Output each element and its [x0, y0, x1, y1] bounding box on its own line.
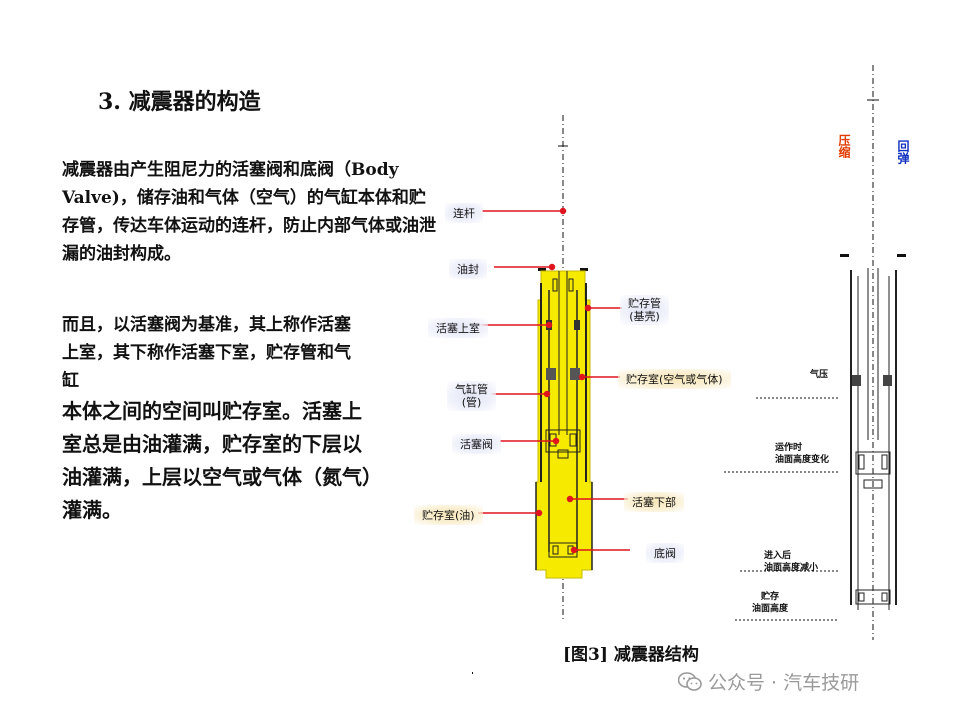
label-operating-line: 油面高度变化	[775, 455, 830, 465]
wechat-icon	[677, 672, 702, 692]
label-rebound: 回弹	[896, 140, 910, 164]
paragraph-3-line: 本体之间的空间叫贮存室。活塞上	[62, 399, 362, 423]
paragraph-3-line: 室总是由油灌满，贮存室的下层以	[62, 432, 362, 456]
label-storage: 贮存 油面高度	[752, 591, 788, 615]
label-reservoir-tube-line: 贮存管	[628, 297, 661, 310]
label-cylinder-line: 气缸管	[455, 383, 488, 396]
label-operating: 运作时 油面高度变化	[775, 442, 829, 466]
figure-caption: [图3] 减震器结构	[563, 645, 699, 665]
paragraph-2: 而且，以活塞阀为基准，其上称作活塞 上室，其下称作活塞下室，贮存管和气 缸	[62, 311, 452, 395]
label-operating-line: 运作时	[775, 443, 803, 453]
label-reservoir-oil: 贮存室(油)	[414, 505, 483, 525]
label-after-entry-line: 油面高度减小	[764, 563, 819, 573]
paragraph-3-line: 油灌满，上层以空气或气体（氮气）	[62, 465, 382, 489]
label-after-entry-line: 进入后	[764, 551, 792, 561]
paragraph-3: 本体之间的空间叫贮存室。活塞上 室总是由油灌满，贮存室的下层以 油灌满，上层以空…	[62, 395, 452, 527]
label-upper-chamber: 活塞上室	[428, 318, 488, 338]
label-storage-line: 油面高度	[752, 604, 789, 614]
label-reservoir-tube: 贮存管 (基壳)	[620, 295, 669, 325]
label-cylinder-line: (管)	[461, 396, 482, 409]
label-reservoir-tube-line: (基壳)	[629, 310, 660, 323]
paragraph-2-line: 上室，其下称作活塞下室，贮存管和气	[62, 343, 351, 363]
label-compress: 压缩	[837, 134, 851, 158]
label-rod: 连杆	[445, 203, 483, 223]
label-cylinder-tube: 气缸管 (管)	[447, 381, 496, 411]
watermark: 公众号 · 汽车技研	[677, 668, 860, 695]
watermark-text: 公众号 · 汽车技研	[708, 672, 860, 694]
paragraph-1: 减震器由产生阻尼力的活塞阀和底阀（Body Valve)，储存油和气体（空气）的…	[62, 160, 436, 264]
label-piston-valve: 活塞阀	[452, 434, 501, 454]
paragraph-3-line: 灌满。	[62, 498, 122, 522]
page-title: 3. 减震器的构造	[98, 89, 261, 115]
label-piston-lower: 活塞下部	[624, 492, 684, 512]
label-gas-pressure: 气压	[810, 370, 829, 380]
paragraph-2-line: 而且，以活塞阀为基准，其上称作活塞	[62, 315, 351, 335]
label-after-entry: 进入后 油面高度减小	[764, 550, 818, 574]
label-base-valve: 底阀	[646, 543, 684, 563]
label-storage-line: 贮存	[761, 592, 780, 602]
label-reservoir-gas: 贮存室(空气或气体)	[618, 369, 731, 389]
paragraph-2-line: 缸	[62, 371, 79, 391]
label-seal: 油封	[449, 259, 487, 279]
